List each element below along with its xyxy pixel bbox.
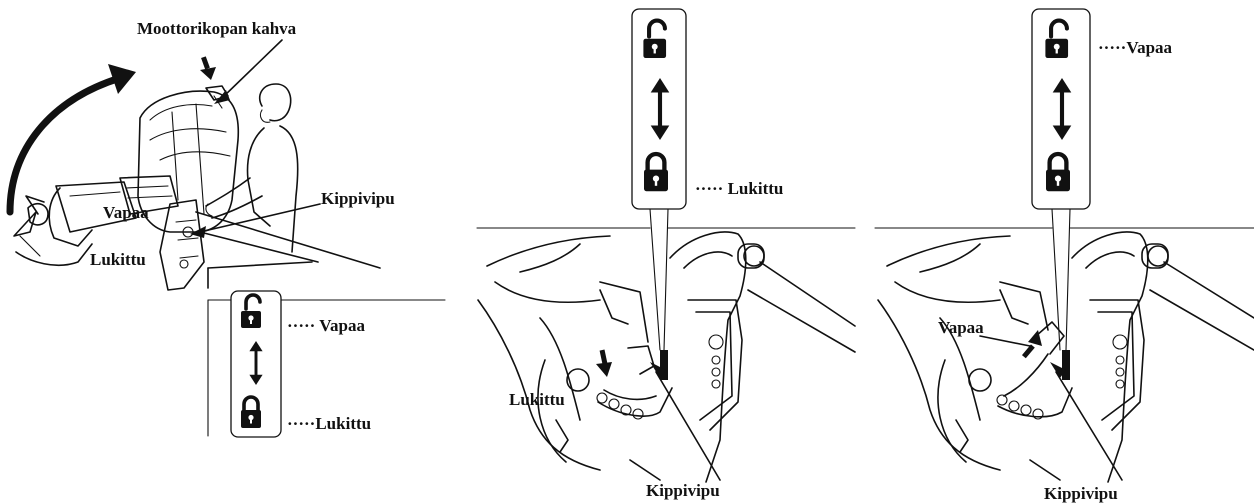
lock-legend-box	[231, 291, 281, 437]
tilt-lever-label-center: Kippivipu	[646, 481, 720, 500]
panel-right-free: ·····Vapaa	[875, 9, 1254, 503]
tilt-lever-label-right: Kippivipu	[1044, 484, 1118, 503]
push-down-arrow-icon	[596, 350, 612, 377]
lock-indicator-box-center	[632, 9, 686, 209]
legend-free-label: ····· Vapaa	[287, 316, 365, 335]
position-locked-label: Lukittu	[90, 250, 146, 269]
tilt-lever-label: Kippivipu	[321, 189, 395, 208]
engine-cover-handle-label: Moottorikopan kahva	[137, 19, 297, 38]
position-free-label: Vapaa	[103, 203, 149, 222]
leader-handle	[222, 40, 282, 98]
leader-tilt-lever-center	[656, 372, 720, 480]
panel-center-locked: ····· Lukittu	[477, 9, 855, 500]
callout-locked-label: ····· Lukittu	[695, 179, 783, 198]
lever-position-free-label: Vapaa	[938, 318, 984, 337]
push-up-arrow-icon	[1022, 330, 1042, 358]
curved-arrow-icon	[10, 64, 136, 212]
callout-free-label: ·····Vapaa	[1098, 38, 1173, 57]
clamp-bracket-illustration-right	[878, 232, 1254, 482]
lever-slot-marker	[1062, 350, 1070, 380]
lever-position-locked-label: Lukittu	[509, 390, 565, 409]
leader-free-right	[980, 336, 1030, 346]
legend-locked-label: ·····Lukittu	[287, 414, 371, 433]
press-arrow-icon	[200, 56, 216, 80]
lock-indicator-box-right	[1032, 9, 1090, 209]
panel-left-overview: Moottorikopan kahva Kippivipu Vapaa Luki…	[10, 19, 445, 437]
outboard-engine-illustration	[14, 86, 380, 290]
leader-tilt-lever-right	[1056, 372, 1122, 480]
